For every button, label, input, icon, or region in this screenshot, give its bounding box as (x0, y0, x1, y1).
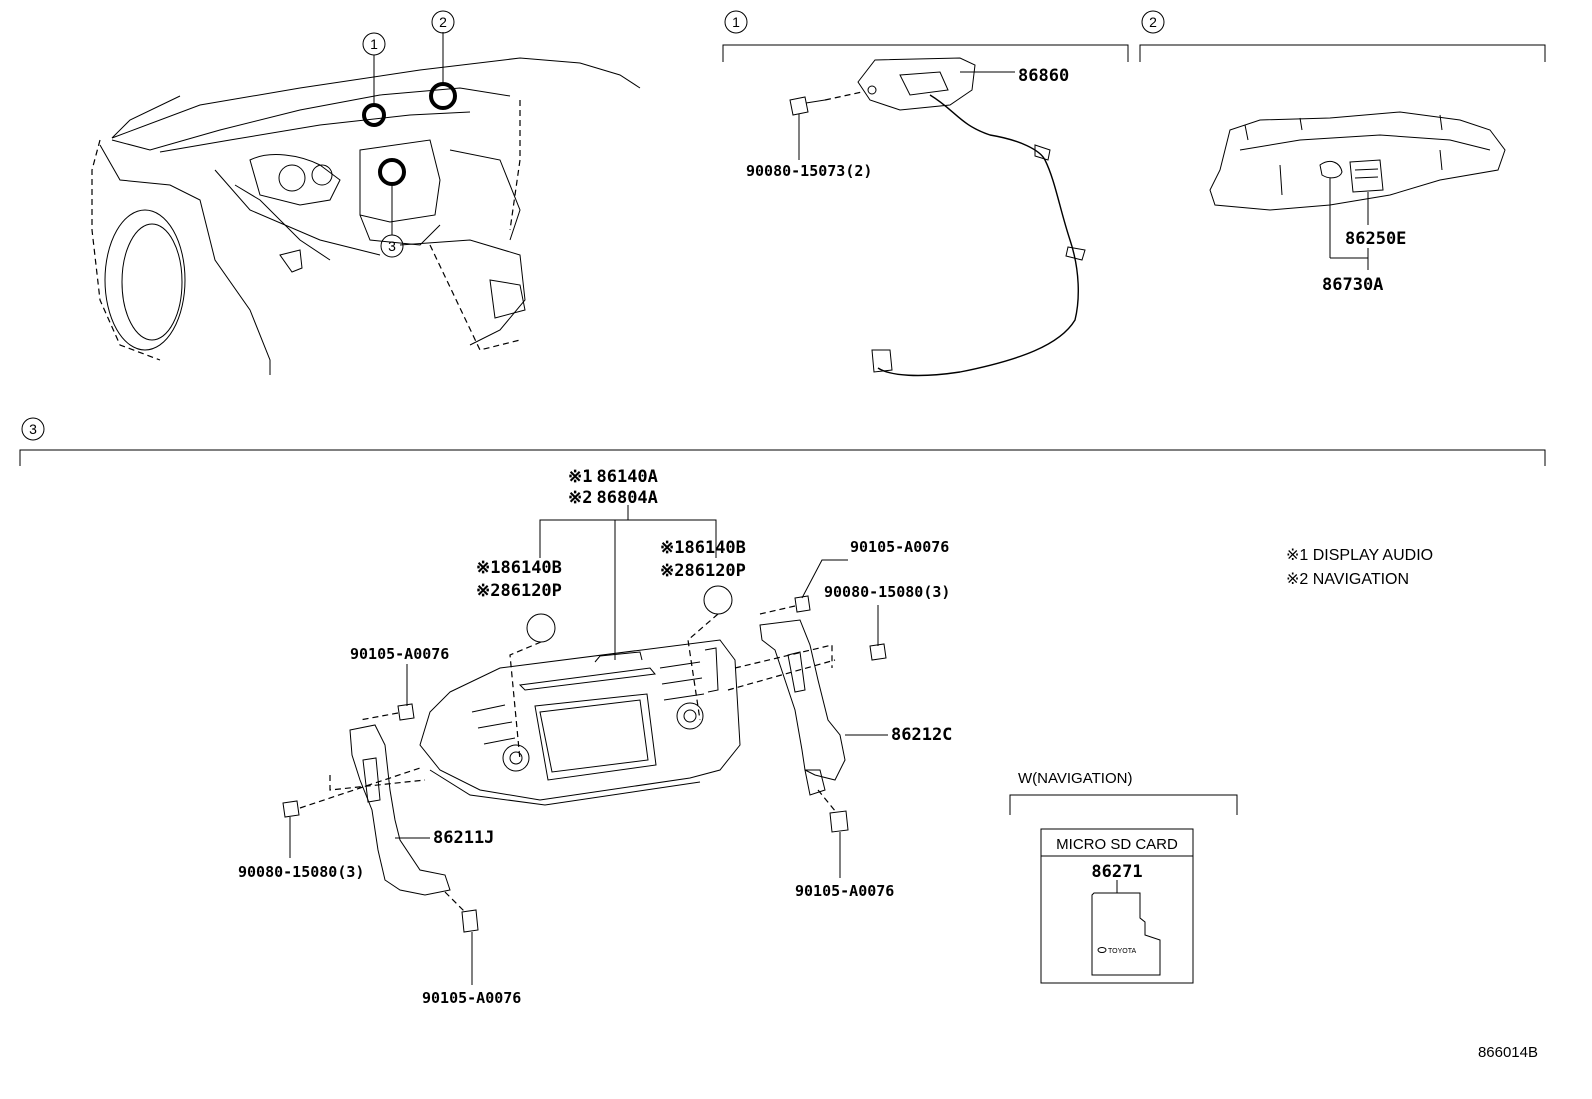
bracket-86212C-drawing (759, 619, 846, 781)
knob-left-label-line2: ※286120P (476, 581, 562, 601)
micro-sd-card-brand: TOYOTA (1108, 948, 1136, 955)
callout-2-number: 2 (439, 14, 447, 30)
section-3-callout (21, 417, 45, 441)
part-number-screw-left-bottom: 90080-15080(3) (238, 863, 364, 881)
part-number-86211J: 86211J (433, 828, 494, 848)
part-number-screw-right-side: 90080-15080(3) (824, 583, 950, 601)
section-2-callout-number: 2 (1149, 14, 1157, 30)
screw-bottom-center-drawing (461, 909, 479, 933)
knob-left-label-line1: ※186140B (476, 558, 562, 578)
screw-left-top-drawing (397, 703, 415, 721)
navigation-box-heading: W(NAVIGATION) (1018, 770, 1132, 787)
callout-1-number: 1 (370, 36, 378, 52)
part-number-86860: 86860 (1018, 66, 1069, 86)
callout-3-number: 3 (388, 238, 396, 254)
dashboard-overview: 1 2 3 (91, 10, 641, 375)
figure-id: 866014B (1478, 1044, 1538, 1061)
screw-right-side-drawing (869, 643, 887, 661)
callout-ring-2 (429, 82, 457, 110)
callout-3 (380, 234, 404, 258)
head-unit-screen (539, 699, 649, 773)
knob-right-label-line2: ※286120P (660, 561, 746, 581)
section-1-bracket-line (722, 44, 1129, 62)
antenna-cable (877, 94, 1079, 377)
navigation-box: W(NAVIGATION) MICRO SD CARD 86271 TOYOTA (1009, 770, 1238, 984)
section-3-callout-number: 3 (29, 421, 37, 437)
part-number-86250E: 86250E (1345, 229, 1406, 249)
part-number-screw-top-right: 90105-A0076 (850, 538, 949, 556)
part-number-86212C: 86212C (891, 725, 952, 745)
callout-ring-1 (362, 103, 386, 127)
micro-sd-card-drawing (1091, 892, 1161, 976)
micro-sd-card-title: MICRO SD CARD (1056, 836, 1178, 853)
micro-sd-card-box (1040, 828, 1194, 984)
connector-86730A-drawing (1319, 161, 1343, 179)
part-number-screw-bottom-center: 90105-A0076 (422, 989, 521, 1007)
part-number-86730A: 86730A (1322, 275, 1383, 295)
toyota-logo-icon (1097, 947, 1107, 953)
screw-right-bottom-drawing (829, 810, 849, 833)
section-2-bracket-line (1139, 44, 1546, 62)
knob-right-label-line1: ※186140B (660, 538, 746, 558)
section-1: 1 86860 90080-15073(2) (722, 10, 1129, 377)
section-1-callout-number: 1 (732, 14, 740, 30)
screw-top-right-drawing (794, 595, 811, 613)
section-3-bracket-line (19, 449, 1546, 466)
section-2: 2 86250E 86730A (1139, 10, 1546, 295)
part-number-screw-left-top: 90105-A0076 (350, 645, 449, 663)
part-number-screw-right-bottom: 90105-A0076 (795, 882, 894, 900)
antenna-bracket-drawing (857, 57, 976, 111)
legend-display-audio: ※1 DISPLAY AUDIO (1286, 547, 1433, 564)
part-number-86271: 86271 (1091, 862, 1142, 882)
callout-1 (362, 32, 386, 56)
screw-left-bottom-drawing (282, 800, 300, 818)
legend-navigation: ※2 NAVIGATION (1286, 571, 1409, 588)
section-1-callout (724, 10, 748, 34)
head-unit-drawing (419, 639, 741, 801)
section-2-callout (1141, 10, 1165, 34)
bracket-86211J-drawing (349, 724, 451, 896)
screw-drawing (789, 96, 809, 116)
knob-left-drawing (526, 613, 556, 643)
part-number-screw-90080-15073: 90080-15073(2) (746, 162, 872, 180)
callout-2 (431, 10, 455, 34)
module-86250E-drawing (1349, 159, 1384, 193)
overhead-console-drawing (1209, 111, 1506, 211)
callout-ring-3 (378, 158, 406, 186)
knob-right-drawing (703, 585, 733, 615)
